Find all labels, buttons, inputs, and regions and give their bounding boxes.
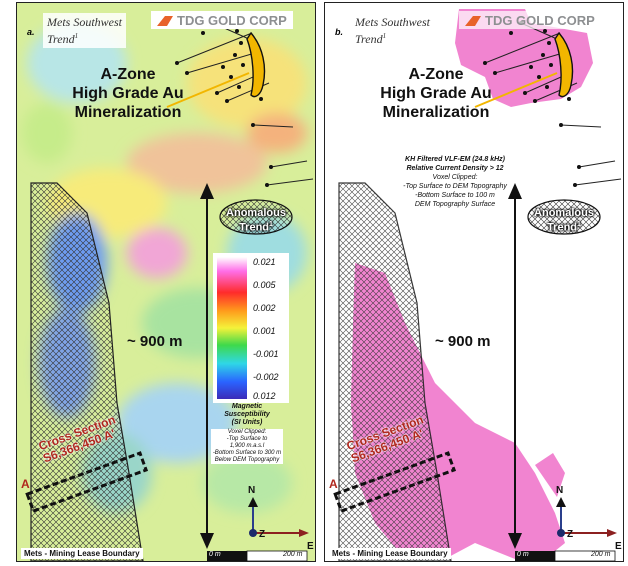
- southwest-trend-footnote: 1: [74, 32, 79, 40]
- anomalous-trend-area: [527, 199, 601, 235]
- mining-lease-label: Mets - Mining Lease Boundary: [21, 548, 143, 559]
- mining-lease-boundary: [338, 182, 452, 561]
- a-zone-label: A-Zone High Grade Au Mineralization: [53, 65, 203, 122]
- anomalous-trend-label: Anomalous Trend1: [529, 207, 599, 234]
- anomalous-word: Anomalous: [534, 207, 594, 219]
- z-axis-label: Z: [567, 529, 574, 540]
- logo-text: TDG GOLD CORP: [485, 12, 595, 28]
- company-logo: TDG GOLD CORP: [459, 11, 601, 29]
- legend-note-3: 1,900 m.a.s.l: [229, 443, 265, 449]
- legend-tick-5: -0.001: [253, 349, 279, 359]
- vlf-line-1: KH Filtered VLF-EM (24.8 kHz): [405, 156, 505, 163]
- east-label: E: [307, 541, 314, 552]
- southwest-trend-line: Trend1: [47, 29, 122, 46]
- anomalous-trend-area: [219, 199, 293, 235]
- north-label: N: [556, 485, 564, 496]
- a-zone-line-1: A-Zone: [408, 66, 464, 83]
- a-zone-line-1: A-Zone: [100, 66, 156, 83]
- panel-a-magnetic-map: a. Mets Southwest Trend1 TDG GOLD CORP A…: [16, 2, 316, 562]
- distance-label: ~ 900 m: [127, 333, 183, 350]
- legend-tick-2: 0.005: [253, 280, 276, 290]
- legend-tick-4: 0.001: [253, 326, 276, 336]
- company-logo: TDG GOLD CORP: [151, 11, 293, 29]
- north-label: N: [248, 485, 256, 496]
- legend-tick-1: 0.021: [253, 257, 276, 267]
- scale-200-label: 200 m: [591, 551, 611, 558]
- legend-tick-6: -0.002: [253, 372, 279, 382]
- a-zone-body: [554, 31, 574, 98]
- southwest-trend-title: Mets Southwest: [47, 15, 122, 29]
- scale-200-label: 200 m: [283, 551, 303, 558]
- a-zone-line-3: Mineralization: [74, 104, 182, 121]
- southwest-trend-label: Mets Southwest Trend1: [43, 13, 126, 48]
- southwest-trend-label: Mets Southwest Trend1: [351, 13, 434, 48]
- mining-lease-label: Mets - Mining Lease Boundary: [329, 548, 451, 559]
- vlf-em-description: KH Filtered VLF-EM (24.8 kHz) Relative C…: [385, 155, 525, 209]
- anomalous-trend-word: Trend: [239, 221, 270, 234]
- anomalous-trend-word: Trend: [547, 221, 578, 234]
- logo-text: TDG GOLD CORP: [177, 12, 287, 28]
- scale-zero-label: 0 m: [517, 551, 529, 558]
- a-zone-body: [246, 31, 266, 98]
- east-label: E: [615, 541, 622, 552]
- a-zone-label: A-Zone High Grade Au Mineralization: [361, 65, 511, 122]
- southwest-trend-footnote: 1: [382, 32, 387, 40]
- southwest-trend-line: Trend1: [355, 29, 430, 46]
- anomalous-footnote: 1: [577, 221, 581, 228]
- legend-tick-7: 0.012: [253, 391, 276, 401]
- anomalous-trend-label: Anomalous Trend1: [221, 207, 291, 234]
- logo-mark-icon: [157, 16, 173, 26]
- vlf-em-voxel-map: [325, 3, 623, 561]
- a-zone-line-2: High Grade Au: [72, 85, 184, 102]
- mining-lease-boundary: [30, 182, 144, 561]
- vlf-line-4: -Top Surface to DEM Topography: [403, 183, 507, 190]
- a-zone-line-2: High Grade Au: [380, 85, 492, 102]
- panel-b-label: b.: [335, 27, 343, 37]
- southwest-trend-title: Mets Southwest: [355, 15, 430, 29]
- section-point-a: A: [21, 477, 30, 491]
- anomalous-word: Anomalous: [226, 207, 286, 219]
- anomalous-footnote: 1: [269, 221, 273, 228]
- section-point-a: A: [329, 477, 338, 491]
- magnetic-legend-colorbar: [213, 253, 289, 403]
- vlf-line-2: Relative Current Density > 12: [406, 165, 504, 172]
- cross-section-outline: [25, 451, 149, 513]
- distance-label: ~ 900 m: [435, 333, 491, 350]
- a-zone-line-3: Mineralization: [382, 104, 490, 121]
- legend-note-1: Voxel Clipped:: [227, 429, 267, 435]
- legend-notes: Voxel Clipped: -Top Surface to 1,900 m.a…: [211, 429, 283, 464]
- z-axis-label: Z: [259, 529, 266, 540]
- legend-note-2: -Top Surface to: [226, 436, 268, 442]
- southwest-trend-word: Trend: [355, 32, 383, 46]
- logo-mark-icon: [465, 16, 481, 26]
- vlf-line-6: DEM Topography Surface: [414, 201, 496, 208]
- vlf-line-3: Voxel Clipped:: [432, 174, 478, 181]
- southwest-trend-word: Trend: [47, 32, 75, 46]
- scale-zero-label: 0 m: [209, 551, 221, 558]
- vlf-line-5: -Bottom Surface to 100 m: [415, 192, 495, 199]
- legend-note-4: -Bottom Surface to 300 m: [212, 450, 282, 456]
- legend-title-line-1: Magnetic: [231, 403, 263, 410]
- panel-a-label: a.: [27, 27, 35, 37]
- legend-title-line-2: Susceptibility: [224, 411, 270, 418]
- legend-tick-3: 0.002: [253, 303, 276, 313]
- legend-note-5: Below DEM Topography: [214, 457, 280, 463]
- panel-b-vlf-em-map: b. Mets Southwest Trend1 TDG GOLD CORP A…: [324, 2, 624, 562]
- legend-title-line-3: (SI Units): [231, 419, 263, 426]
- legend-title: Magnetic Susceptibility (SI Units): [215, 403, 279, 427]
